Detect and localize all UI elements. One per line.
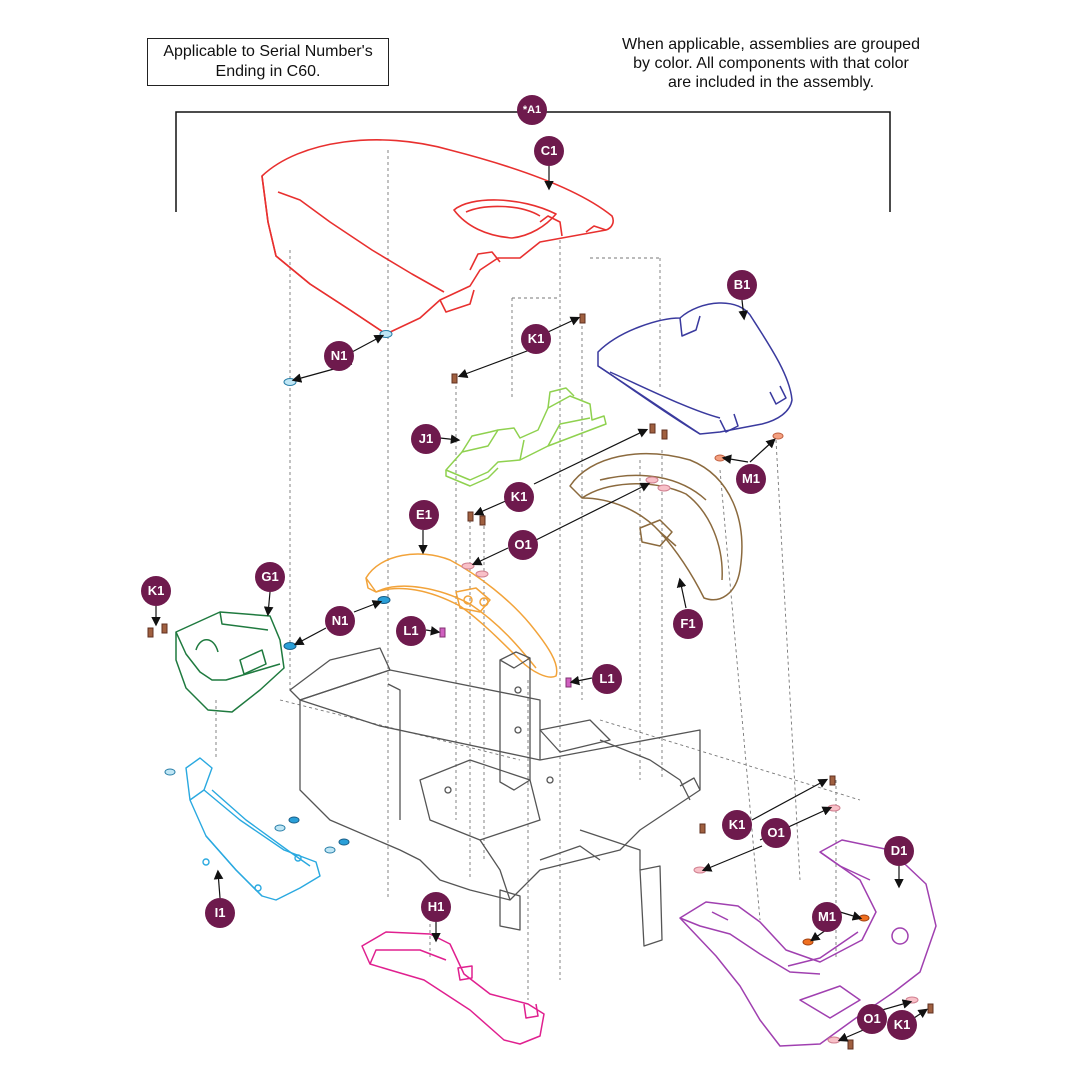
callout-l1-upper: L1 [396, 616, 426, 646]
c1-rear-shroud [261, 139, 614, 335]
callout-o1-mid: O1 [508, 530, 538, 560]
color-note-line-1: When applicable, assemblies are grouped [622, 36, 920, 53]
callout-m1-right: M1 [736, 464, 766, 494]
i1-side-cover [185, 757, 321, 901]
g1-side-cover [175, 611, 285, 713]
serial-note-line-1: Applicable to Serial Number's [163, 43, 373, 60]
callout-j1: J1 [411, 424, 441, 454]
b1-front-shroud [597, 302, 793, 435]
hardware-parts [147, 313, 934, 1050]
callout-k1-mid: K1 [504, 482, 534, 512]
color-note-line-3: are included in the assembly. [667, 74, 875, 91]
callout-l1-lower: L1 [592, 664, 622, 694]
callout-d1: D1 [884, 836, 914, 866]
callout-g1: G1 [255, 562, 285, 592]
callout-h1: H1 [421, 892, 451, 922]
callout-f1: F1 [673, 609, 703, 639]
callout-leaders [151, 110, 928, 1042]
callout-k1-bottom: K1 [887, 1010, 917, 1040]
j1-mount-bracket [445, 387, 607, 487]
callout-o1-lower-right: O1 [761, 818, 791, 848]
callout-b1: B1 [727, 270, 757, 300]
e1-fender [365, 553, 558, 678]
callout-k1-top: K1 [521, 324, 551, 354]
callout-e1: E1 [409, 500, 439, 530]
callout-a1: *A1 [517, 95, 547, 125]
assembly-bracket [175, 111, 891, 212]
serial-note-line-2: Ending in C60. [215, 63, 321, 80]
callout-i1: I1 [205, 898, 235, 928]
callout-k1-lower-right: K1 [722, 810, 752, 840]
color-note-line-2: by color. All components with that color [633, 55, 909, 72]
callout-m1-lower: M1 [812, 902, 842, 932]
color-grouping-note: When applicable, assemblies are grouped … [596, 35, 946, 92]
callout-n1-top: N1 [324, 341, 354, 371]
base-frame [289, 647, 701, 947]
callout-o1-bottom: O1 [857, 1004, 887, 1034]
f1-fender [569, 453, 743, 601]
callout-k1-left: K1 [141, 576, 171, 606]
serial-number-note: Applicable to Serial Number's Ending in … [147, 38, 389, 86]
h1-bottom-cover [361, 931, 545, 1045]
callout-n1-mid: N1 [325, 606, 355, 636]
callout-c1: C1 [534, 136, 564, 166]
